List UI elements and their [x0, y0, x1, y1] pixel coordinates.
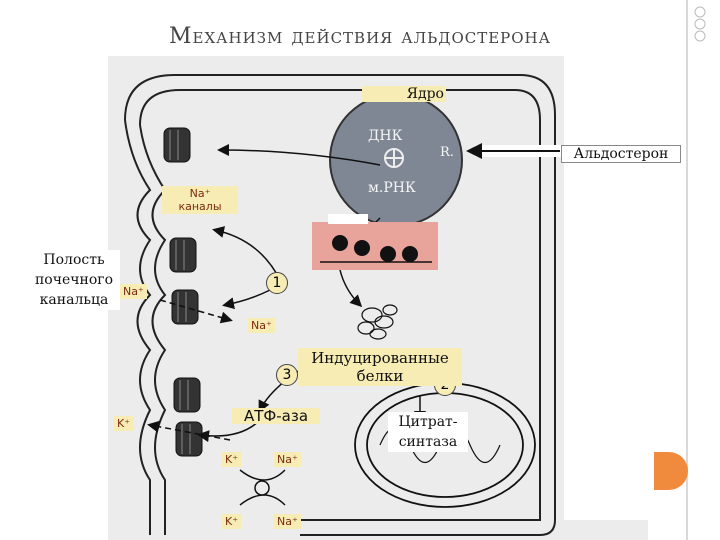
atpase-label: АТФ-аза [232, 408, 320, 424]
k-lumen-label: K⁺ [114, 416, 134, 431]
k-flux-arrow [147, 420, 231, 441]
sodium-channel [163, 127, 191, 163]
step-1-marker: 1 [266, 272, 288, 294]
ribosome-panel [312, 222, 438, 270]
sodium-channel [175, 421, 203, 457]
induced-proteins-label: Индуцированные белки [298, 348, 462, 386]
dna-label: ДНК [368, 128, 403, 144]
sodium-channel [169, 237, 197, 273]
ribosome [402, 246, 418, 262]
aldosterone-label: Альдостерон [561, 145, 681, 163]
na-k-pump [254, 480, 270, 496]
cell-membrane-inner [139, 89, 541, 521]
ribosome [332, 235, 348, 251]
nucleus-label: Ядро [362, 86, 446, 102]
sodium-channel [173, 377, 201, 413]
na-flux-arrow [159, 299, 233, 324]
na-pump-top-label: Na⁺ [274, 452, 301, 467]
cell-membrane-outer [124, 74, 556, 536]
tubule-cavity-label: Полость почечного канальца [28, 250, 120, 310]
na-channels-label: Na⁺ каналы [162, 186, 238, 214]
na-mid-label: Na⁺ [248, 318, 275, 333]
channel-activation-arrow [222, 289, 271, 310]
slide-title: Механизм действия альдостерона [168, 24, 552, 49]
diagram-background-lower [564, 520, 648, 540]
ribosome [354, 240, 370, 256]
slide-border [686, 0, 688, 540]
decorative-corner-circles [694, 6, 706, 42]
induced-protein-tangle [357, 304, 398, 340]
decorative-orange-shape [654, 452, 688, 490]
channel-activation-arrow [217, 144, 381, 166]
citrate-synthase-label: Цитрат-синтаза [388, 412, 468, 452]
apical-membrane [124, 119, 152, 535]
receptor-label: R. [440, 145, 454, 160]
mrna-label: м.РНК [368, 180, 416, 196]
step-3-marker: 3 [276, 364, 298, 386]
protein-synthesis-arrow [339, 269, 363, 308]
k-pump-top-label: K⁺ [222, 452, 242, 467]
ribosome [380, 246, 396, 262]
na-lumen-label: Na⁺ [120, 284, 147, 299]
k-pump-bottom-label: K⁺ [222, 514, 242, 529]
na-pump-bottom-label: Na⁺ [274, 514, 301, 529]
